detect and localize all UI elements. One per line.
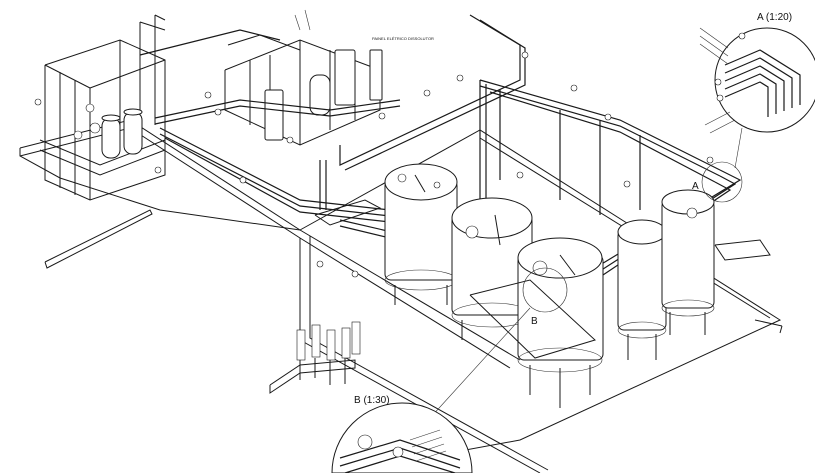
instrument-tags [34,51,714,278]
walkway-platforms [314,199,771,359]
callout-a-circle [701,161,743,203]
dissolver-skid [224,9,383,146]
pipe-rack [139,14,526,223]
floor-beam [44,209,153,269]
detail-b-title: B (1:30) [354,395,390,406]
tank-1 [384,163,458,305]
callout-b-label: B [531,316,538,327]
left-skid-vessels [73,103,143,159]
callout-b-circle [522,267,568,313]
callout-a-label: A [692,181,699,192]
panel-title: PAINEL ELÉTRICO DISSOLUTOR [372,36,434,41]
left-skid [39,14,166,201]
detail-b-view [331,402,473,473]
tank-4 [617,219,667,360]
detail-a-view [699,27,815,134]
valve-manifold [269,321,361,394]
tank-5 [661,189,715,335]
callout-a-leader [734,127,743,169]
detail-a-title: A (1:20) [757,12,792,23]
